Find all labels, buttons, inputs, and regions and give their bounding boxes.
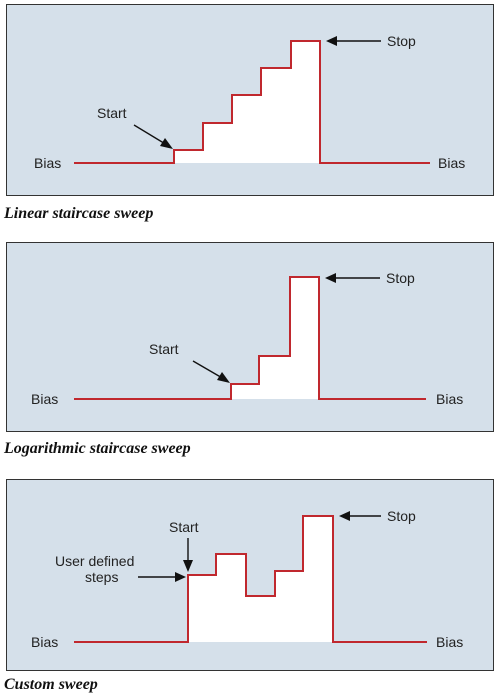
user-steps-arrow-icon — [138, 572, 186, 582]
start-label: Start — [149, 341, 179, 357]
linear-sweep-panel: Bias Bias Start Stop — [6, 4, 494, 196]
bias-left-label: Bias — [31, 634, 58, 650]
logarithmic-sweep-trace — [74, 276, 426, 400]
stop-arrow-icon — [339, 511, 381, 521]
logarithmic-sweep-diagram: Bias Bias Start Stop — [31, 270, 463, 407]
user-defined-label-line1: User defined — [55, 553, 134, 569]
custom-sweep-caption: Custom sweep — [4, 676, 98, 693]
bias-right-label: Bias — [438, 155, 465, 171]
bias-left-label: Bias — [34, 155, 61, 171]
custom-sweep-panel: Bias Bias Start Stop User defined steps — [6, 479, 494, 671]
stop-label: Stop — [386, 270, 415, 286]
custom-sweep-diagram: Bias Bias Start Stop User defined steps — [31, 508, 463, 650]
logarithmic-sweep-caption: Logarithmic staircase sweep — [4, 440, 191, 457]
start-label: Start — [97, 105, 127, 121]
start-arrow-icon — [133, 124, 173, 149]
bias-right-label: Bias — [436, 391, 463, 407]
start-arrow-icon — [192, 360, 230, 383]
linear-sweep-trace — [74, 40, 430, 164]
user-defined-label-line2: steps — [85, 569, 118, 585]
custom-sweep-trace — [74, 515, 427, 643]
stop-arrow-icon — [325, 273, 380, 283]
stop-label: Stop — [387, 33, 416, 49]
linear-sweep-fill — [174, 41, 320, 163]
linear-sweep-diagram: Bias Bias Start Stop — [34, 33, 465, 171]
linear-sweep-caption: Linear staircase sweep — [4, 205, 154, 222]
stop-arrow-icon — [326, 36, 381, 46]
bias-right-label: Bias — [436, 634, 463, 650]
bias-left-label: Bias — [31, 391, 58, 407]
start-label: Start — [169, 519, 199, 535]
logarithmic-sweep-panel: Bias Bias Start Stop — [6, 242, 494, 432]
start-arrow-icon — [183, 538, 193, 572]
stop-label: Stop — [387, 508, 416, 524]
logarithmic-sweep-fill — [231, 277, 319, 399]
custom-sweep-fill — [188, 516, 333, 642]
